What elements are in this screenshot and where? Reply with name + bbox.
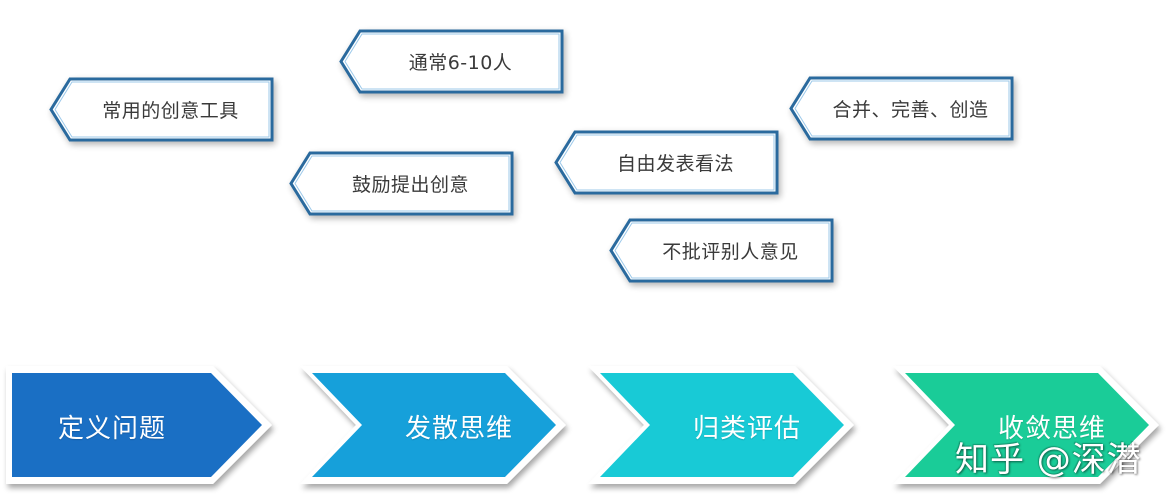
callout-shape-icon <box>789 76 1014 141</box>
callout-shape-icon <box>609 218 834 283</box>
step-divergent-thinking: 发散思维 <box>300 366 570 486</box>
pentagon-arrow-icon <box>6 366 272 484</box>
watermark: 知乎 @深潜 <box>955 440 1142 480</box>
callout-encourage-ideas: 鼓励提出创意 <box>289 151 514 216</box>
callout-express-freely: 自由发表看法 <box>554 130 779 195</box>
callout-label: 合并、完善、创造 <box>832 99 989 121</box>
step-define-problem: 定义问题 <box>6 366 276 486</box>
callout-label: 通常6-10人 <box>408 52 513 74</box>
callout-label: 常用的创意工具 <box>102 100 239 122</box>
callout-shape-icon <box>554 130 779 195</box>
callout-no-criticism: 不批评别人意见 <box>609 218 834 283</box>
callout-shape-icon <box>339 29 564 94</box>
step-label: 定义问题 <box>57 413 166 444</box>
chevron-arrow-icon <box>588 366 854 484</box>
callout-usually-6-10-people: 通常6-10人 <box>339 29 564 94</box>
step-categorize-evaluate: 归类评估 <box>588 366 858 486</box>
callout-label: 不批评别人意见 <box>662 241 799 263</box>
callout-common-creative-tools: 常用的创意工具 <box>49 77 274 142</box>
step-label: 收敛思维 <box>997 413 1106 444</box>
callout-shape-icon <box>49 77 274 142</box>
step-label: 归类评估 <box>692 413 801 444</box>
callout-shape-icon <box>289 151 514 216</box>
callout-label: 鼓励提出创意 <box>351 174 469 196</box>
chevron-arrow-icon <box>893 366 1159 484</box>
callout-label: 自由发表看法 <box>616 153 734 175</box>
chevron-arrow-icon <box>300 366 566 484</box>
step-convergent-thinking: 收敛思维 <box>893 366 1163 486</box>
callout-merge-improve-create: 合并、完善、创造 <box>789 76 1014 141</box>
step-label: 发散思维 <box>404 413 513 444</box>
